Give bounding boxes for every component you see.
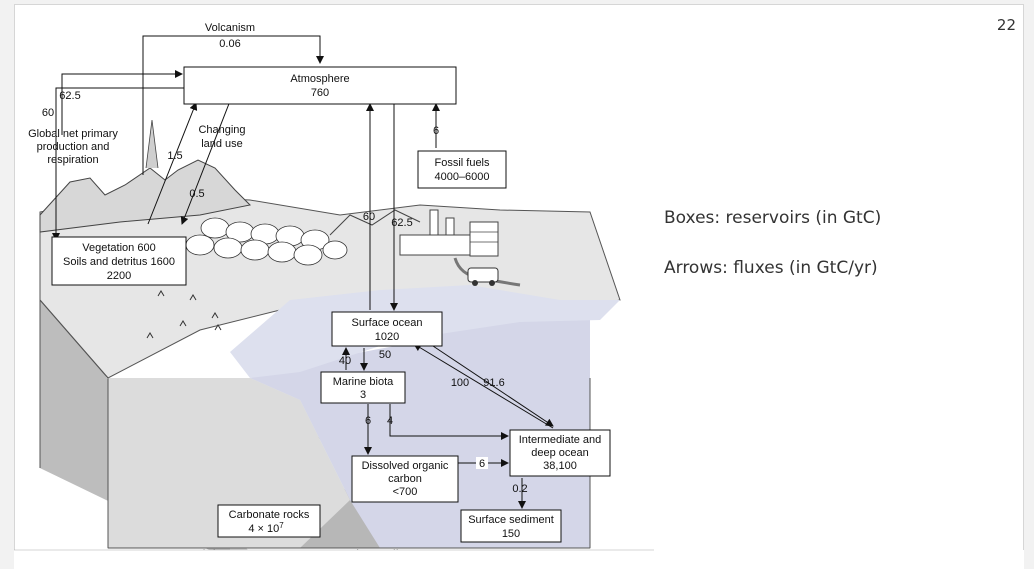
- arrow-land-use-return: [180, 95, 233, 225]
- volcano-plume: [145, 119, 159, 169]
- label-biota-down: 50: [379, 349, 391, 361]
- vegetation-line3: 2200: [107, 270, 131, 282]
- forest: [185, 217, 348, 266]
- page-number: 22: [996, 16, 1016, 34]
- hills: [329, 209, 421, 236]
- reservoir-carbonate-rocks: Carbonate rocks 4 × 107: [217, 504, 321, 538]
- label-doc-deep: 6: [479, 458, 485, 470]
- deep-ocean-value: 38,100: [543, 460, 577, 472]
- atmosphere-value: 760: [311, 87, 329, 99]
- fossil-fuels-value: 4000–6000: [434, 171, 489, 183]
- carbonate-rocks-name: Carbonate rocks: [229, 509, 310, 521]
- label-gpp-up: 62.5: [59, 90, 80, 102]
- label-ocean-up: 60: [363, 211, 375, 223]
- label-fossil-flux: 6: [433, 125, 439, 137]
- deep-ocean-line2: deep ocean: [531, 447, 589, 459]
- surface-sediment-value: 150: [502, 528, 520, 540]
- legend-arrows: Arrows: fluxes (in GtC/yr): [664, 258, 878, 278]
- fossil-fuels-name: Fossil fuels: [434, 157, 490, 169]
- arrow-land-use: [147, 102, 198, 225]
- surface-ocean-name: Surface ocean: [352, 317, 423, 329]
- atmosphere-name: Atmosphere: [290, 73, 349, 85]
- arrow-deep-down: [429, 343, 554, 427]
- deep-ocean-line1: Intermediate and: [519, 434, 602, 446]
- label-volcanism: Volcanism: [205, 22, 255, 34]
- deep-ocean-wedge: [250, 300, 590, 548]
- reservoir-deep-ocean: Intermediate and deep ocean 38,100: [509, 429, 611, 477]
- label-gpp-line1: Global net primary: [28, 128, 118, 140]
- label-ocean-down: 62.5: [391, 217, 412, 229]
- label-biota-deep: 4: [387, 415, 393, 427]
- block-outline: [39, 238, 591, 548]
- surface-ocean-value: 1020: [375, 331, 399, 343]
- reservoir-fossil-fuels: Fossil fuels 4000–6000: [417, 150, 507, 189]
- doc-line2: carbon: [388, 473, 422, 485]
- label-gpp-line3: respiration: [47, 154, 98, 166]
- reservoir-marine-biota: Marine biota 3: [320, 371, 406, 404]
- arrow-gpp-up: [61, 70, 183, 135]
- label-land-use-line2: land use: [201, 138, 243, 150]
- label-gpp-down: 60: [42, 107, 54, 119]
- label-biota-up: 40: [339, 355, 351, 367]
- vegetation-line2: Soils and detritus 1600: [63, 256, 175, 268]
- label-volcanism-value: 0.06: [219, 38, 240, 50]
- doc-line1: Dissolved organic: [362, 460, 449, 472]
- label-biota-doc: 6: [365, 415, 371, 427]
- reservoir-surface-ocean: Surface ocean 1020: [331, 311, 443, 347]
- vegetation-line1: Vegetation 600: [82, 242, 155, 254]
- factory: [399, 209, 499, 257]
- reservoir-vegetation: Vegetation 600 Soils and detritus 1600 2…: [51, 236, 187, 286]
- label-doc-deep-bg: [476, 457, 488, 469]
- label-sediment: 0.2: [512, 483, 527, 495]
- reservoir-atmosphere: Atmosphere 760: [183, 66, 457, 105]
- reservoir-surface-sediment: Surface sediment 150: [460, 509, 562, 543]
- mountains: [39, 159, 252, 233]
- surface-sediment-name: Surface sediment: [468, 514, 554, 526]
- copyright-crop: [14, 550, 1024, 569]
- arrow-gpp-down: [52, 87, 186, 241]
- label-gpp-line2: production and: [37, 141, 110, 153]
- car: [467, 267, 499, 286]
- label-land-use-value: 1.5: [167, 150, 182, 162]
- label-deep-up: 100: [451, 377, 469, 389]
- marine-biota-value: 3: [360, 389, 366, 401]
- carbonate-rocks-value: 4 × 107: [248, 521, 284, 535]
- flux-arrows: [52, 35, 554, 509]
- label-land-use-line1: Changing: [198, 124, 245, 136]
- arrow-biota-deep: [389, 404, 509, 440]
- label-land-use-return: 0.5: [189, 188, 204, 200]
- carbonate-rocks-value-base: 4 × 10: [248, 523, 279, 535]
- doc-value: <700: [393, 486, 418, 498]
- carbonate-rocks-value-exponent: 7: [279, 521, 284, 530]
- marine-biota-name: Marine biota: [333, 376, 394, 388]
- plants: [146, 290, 222, 339]
- arrow-volcanism: [142, 35, 324, 175]
- legend-boxes: Boxes: reservoirs (in GtC): [664, 208, 882, 228]
- arrow-deep-up: [413, 343, 554, 429]
- label-deep-down: 91.6: [483, 377, 504, 389]
- reservoir-dissolved-organic-carbon: Dissolved organic carbon <700: [351, 455, 459, 503]
